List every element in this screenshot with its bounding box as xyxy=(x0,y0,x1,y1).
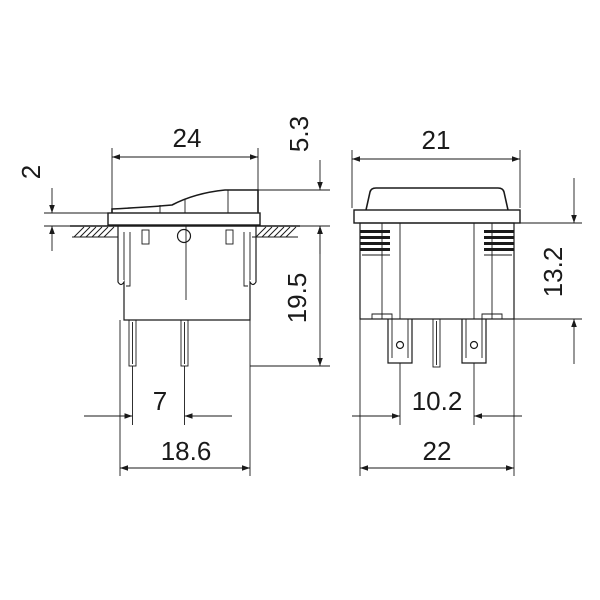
dim-label: 10.2 xyxy=(412,386,463,416)
dim-label: 5.3 xyxy=(284,116,314,152)
dim-label: 24 xyxy=(173,123,202,153)
snap-ridges-left xyxy=(360,230,390,256)
snap-clip-left xyxy=(123,232,131,287)
front-view xyxy=(353,187,521,368)
terminal-left xyxy=(387,319,413,364)
rocker-cap xyxy=(365,187,509,211)
snap-clip-right xyxy=(243,232,251,287)
side-slot xyxy=(141,229,150,245)
housing-body xyxy=(117,226,257,321)
terminal-center xyxy=(432,318,441,368)
dim-10-2: 10.2 xyxy=(352,363,522,425)
dim-5-3: 5.3 xyxy=(258,116,330,254)
dim-22: 22 xyxy=(359,319,515,476)
bezel-flange xyxy=(107,212,261,226)
dim-label: 13.2 xyxy=(538,247,568,298)
bezel-flange xyxy=(353,209,521,224)
dim-13-2: 13.2 xyxy=(514,178,582,364)
dim-2: 2 xyxy=(16,165,110,251)
dim-24: 24 xyxy=(111,123,259,210)
side-view xyxy=(70,189,300,367)
side-slot xyxy=(225,229,234,245)
dim-label: 19.5 xyxy=(282,273,312,324)
dim-19-5: 19.5 xyxy=(250,226,330,367)
dim-21: 21 xyxy=(351,125,521,208)
dim-7: 7 xyxy=(84,366,232,425)
terminal-base-left xyxy=(371,313,393,319)
dim-label: 21 xyxy=(422,125,451,155)
dim-18-6: 18.6 xyxy=(119,320,251,476)
rocker-cap xyxy=(111,189,259,213)
dim-label: 7 xyxy=(153,386,167,416)
terminal-right xyxy=(461,319,487,364)
dim-label: 18.6 xyxy=(161,436,212,466)
dim-label: 22 xyxy=(423,436,452,466)
panel-hatching xyxy=(70,225,300,238)
dim-label: 2 xyxy=(16,165,46,179)
pivot-hole xyxy=(176,228,192,244)
terminal-base-right xyxy=(481,313,503,319)
snap-ridges-right xyxy=(484,230,514,256)
